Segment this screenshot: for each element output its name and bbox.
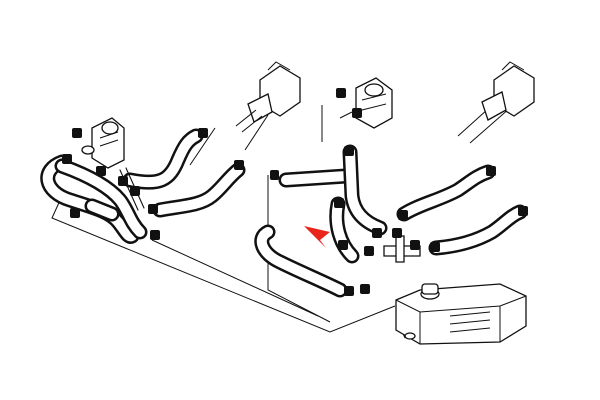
heater-valve-icon xyxy=(235,61,301,133)
expansion-tank-icon xyxy=(395,283,527,345)
thermostat-housing-icon xyxy=(81,117,125,169)
thermostat-housing-icon xyxy=(336,77,393,129)
hose-clamp-icon xyxy=(62,128,244,240)
heater-valve-icon xyxy=(481,61,535,121)
red-arrow-pointer-icon xyxy=(304,226,330,248)
leader-lines xyxy=(51,99,511,339)
middle-assembly xyxy=(254,77,421,298)
right-assembly xyxy=(396,61,535,256)
left-assembly xyxy=(40,61,301,244)
